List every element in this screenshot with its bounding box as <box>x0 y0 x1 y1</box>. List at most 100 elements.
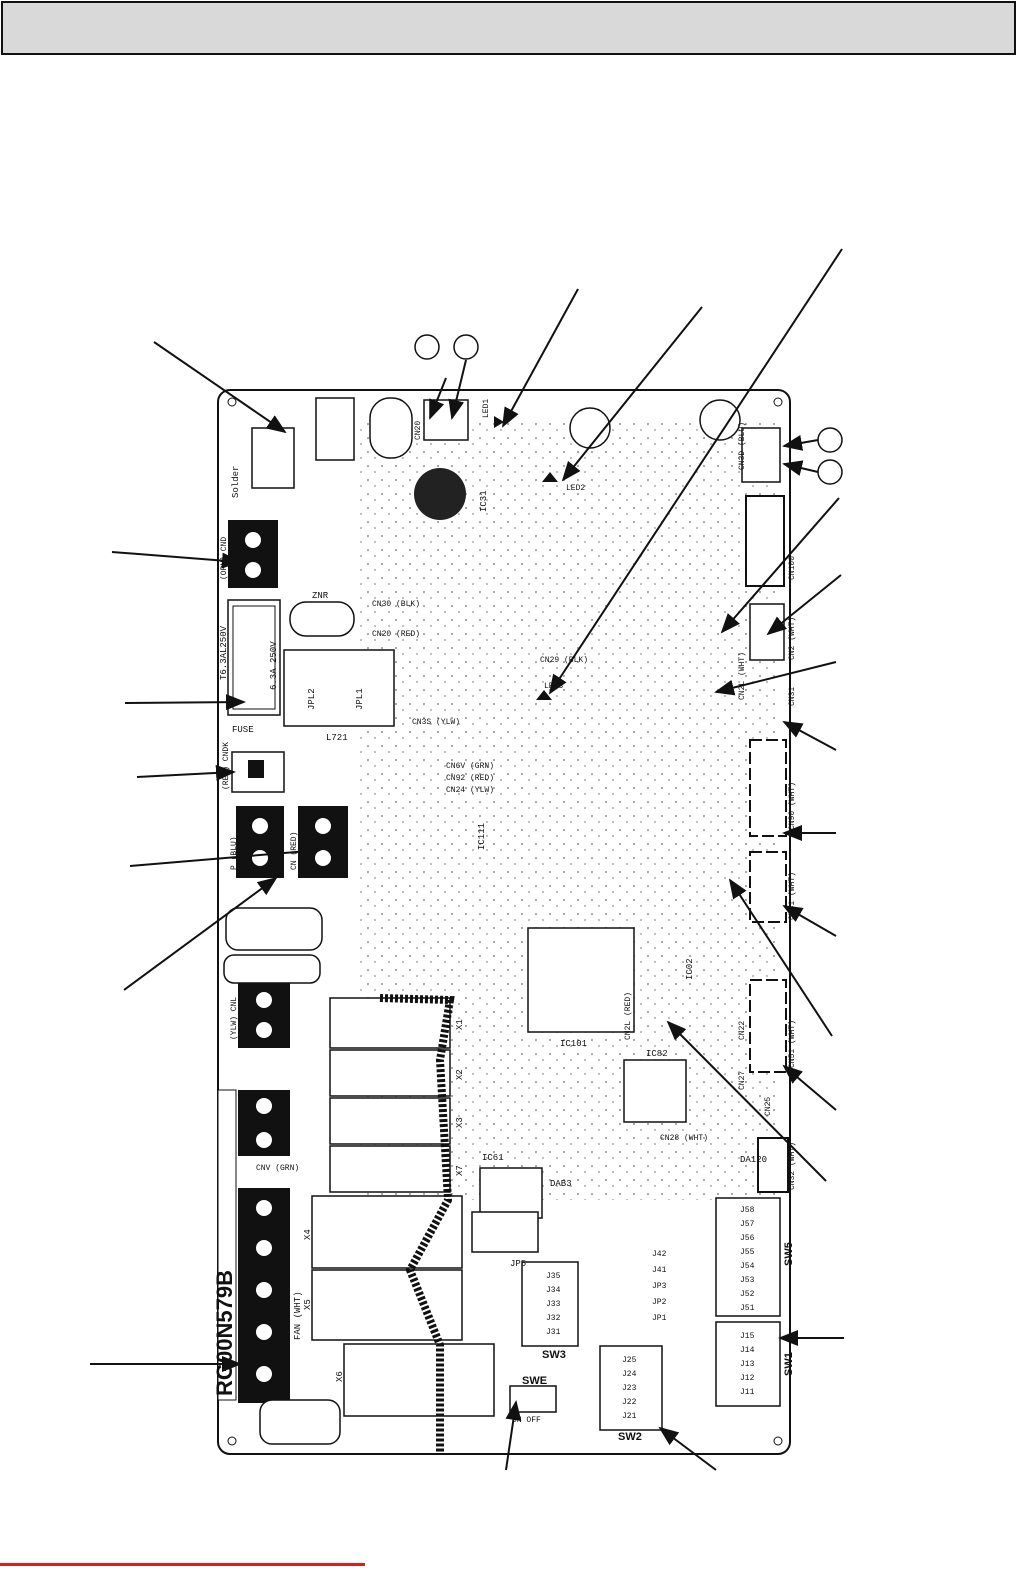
leader-arrow <box>153 341 287 434</box>
connector-label: (RED) CNDK <box>222 742 231 790</box>
relay-x7 <box>329 1145 451 1193</box>
relay-label: X6 <box>335 1371 345 1382</box>
fuse-rating: 6.3A 250V <box>269 641 279 690</box>
mid-jumper: JP3 <box>652 1282 667 1291</box>
board-code: RG00N579B <box>212 1270 237 1396</box>
sw5-jumper: J56 <box>740 1234 755 1243</box>
jumper-jp5 <box>471 1211 539 1253</box>
connector-label: CN41 (WHT) <box>788 872 797 920</box>
led-label: LED3 <box>544 682 563 691</box>
sw3-jumper: J33 <box>546 1300 561 1309</box>
leader-arrow <box>561 306 703 482</box>
relay-x5 <box>311 1269 463 1341</box>
connector-label: CN25 <box>764 1097 773 1116</box>
relay-x3 <box>329 1097 451 1145</box>
solder-label: Solder <box>231 466 241 498</box>
connector-label: CN3D (BLU) <box>738 422 747 470</box>
jpl1-label: JPL1 <box>355 688 365 710</box>
sw3-jumper: J35 <box>546 1272 561 1281</box>
sw5-jumper: J52 <box>740 1290 755 1299</box>
connector-p-blu <box>236 806 284 878</box>
jpl2-label: JPL2 <box>307 688 317 710</box>
connector-cn51 <box>749 979 787 1073</box>
connector-label: CN27 <box>738 1071 747 1090</box>
fuse-rating2: T6.3AL250V <box>219 625 229 680</box>
sw5-label: SW5 <box>783 1242 795 1266</box>
switch-swe <box>509 1385 557 1413</box>
swe-label: SWE <box>522 1375 547 1387</box>
leader-arrow <box>124 694 246 711</box>
electrolytic-cap <box>414 468 466 520</box>
fan-label: FAN (WHT) <box>293 1291 303 1340</box>
connector-label: CN30 (BLK) <box>372 600 420 609</box>
relay-label: X5 <box>303 1299 313 1310</box>
callout-circle <box>817 427 843 453</box>
sw2-jumper: J23 <box>622 1384 637 1393</box>
sw1-jumper: J11 <box>740 1388 755 1397</box>
ic-label: IC02 <box>685 958 695 980</box>
capacitor-c98 <box>223 954 321 984</box>
led-label: LED2 <box>566 484 585 493</box>
footer-rule <box>0 1563 365 1566</box>
relay-x4 <box>311 1195 463 1269</box>
isolation-slot <box>379 994 455 1452</box>
sw3-jumper: J32 <box>546 1314 561 1323</box>
led-led2 <box>542 472 558 482</box>
sw5-jumper: J58 <box>740 1206 755 1215</box>
mount-hole <box>773 397 783 407</box>
sw3-label: SW3 <box>542 1349 566 1361</box>
board-code-strip <box>217 1089 237 1401</box>
connector-label: CN90 (WHT) <box>788 782 797 830</box>
electrolytic-cap-l31 <box>569 407 611 449</box>
mid-jumper: J41 <box>652 1266 667 1275</box>
sw3-jumper: J31 <box>546 1328 561 1337</box>
leader-arrow <box>728 878 833 1037</box>
ic-ic101 <box>527 927 635 1033</box>
relay-label: X7 <box>455 1165 465 1176</box>
rectifier-db1 <box>315 397 355 461</box>
mount-hole <box>227 397 237 407</box>
leader-arrow <box>111 551 242 569</box>
leader-arrow <box>782 1064 837 1111</box>
sw5-jumper: J51 <box>740 1304 755 1313</box>
sw5-jumper: J53 <box>740 1276 755 1285</box>
connector-cn20 <box>423 399 469 441</box>
dab3-label: DAB3 <box>550 1179 572 1189</box>
connector-label: CN2 (WHT) <box>788 617 797 660</box>
znr-label: ZNR <box>312 591 329 601</box>
connector-label: CN29 (BLK) <box>540 656 588 665</box>
connector-label: CN22 <box>738 1021 747 1040</box>
sw5-jumper: J57 <box>740 1220 755 1229</box>
switch-sw5 <box>715 1197 781 1317</box>
relay-x1 <box>329 997 451 1049</box>
connector-label: P (BLU) <box>230 836 239 870</box>
leader-arrow <box>666 1020 827 1182</box>
connector-label: (YLW) CNL <box>230 997 239 1040</box>
leader-arrow <box>505 1400 522 1471</box>
relay-label: X3 <box>455 1117 465 1128</box>
leader-arrow <box>782 460 819 476</box>
varistor-znr <box>289 601 355 637</box>
sw2-jumper: J21 <box>622 1412 637 1421</box>
jp5-label: JP5 <box>510 1259 526 1269</box>
sw1-jumper: J12 <box>740 1374 755 1383</box>
sw1-jumper: J14 <box>740 1346 755 1355</box>
sw2-jumper: J25 <box>622 1356 637 1365</box>
connector-cn41 <box>749 851 787 923</box>
ic-label: IC111 <box>477 823 487 850</box>
led-led3 <box>536 690 552 700</box>
ic-ic61 <box>479 1167 543 1219</box>
leader-arrow <box>720 497 840 634</box>
sw2-jumper: J24 <box>622 1370 637 1379</box>
switch-sw2 <box>599 1345 663 1431</box>
callout-circle <box>817 459 843 485</box>
swe-state: ON OFF <box>512 1416 541 1425</box>
leader-arrow <box>129 843 322 867</box>
ic-label: IC101 <box>560 1039 587 1049</box>
mid-jumper: JP2 <box>652 1298 667 1307</box>
leader-arrow <box>136 764 236 781</box>
capacitor-c22 <box>369 397 413 459</box>
fuse-holder <box>227 599 281 716</box>
connector-label: CN2L (RED) <box>624 992 633 1040</box>
